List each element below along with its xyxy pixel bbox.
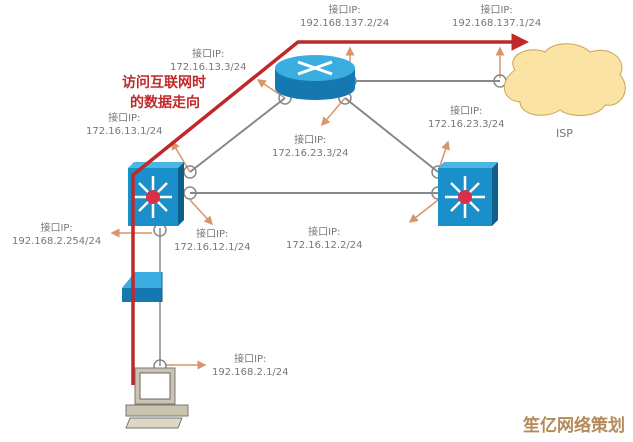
data-path-line <box>131 33 529 385</box>
interface-label: 接口IP:172.16.23.3/24 <box>428 106 505 130</box>
links <box>159 80 500 366</box>
interface-label: 接口IP:192.168.137.1/24 <box>452 5 542 29</box>
l3-switch-right-icon <box>438 162 498 226</box>
interface-label: 接口IP:192.168.2.254/24 <box>12 223 102 247</box>
watermark: 笙亿网络策划 <box>523 416 625 436</box>
interface-label: 接口IP:172.16.12.1/24 <box>174 229 251 253</box>
router-icon <box>275 55 355 100</box>
interface-label: 接口IP:172.16.13.3/24 <box>170 49 247 73</box>
pc-icon <box>125 367 189 429</box>
interface-label: 接口IP:172.16.23.3/24 <box>272 135 349 159</box>
interface-label: 接口IP:192.168.2.1/24 <box>212 354 289 378</box>
isp-cloud-icon <box>503 43 626 116</box>
interface-label: 接口IP:172.16.12.2/24 <box>286 227 363 251</box>
interface-label: 接口IP:172.16.13.1/24 <box>86 113 163 137</box>
link-router-l3right <box>344 97 439 173</box>
link-router-l3left <box>189 97 286 173</box>
interface-label: 接口IP:192.168.137.2/24 <box>300 5 390 29</box>
l3-switch-left-icon <box>128 162 184 226</box>
l2-switch-icon <box>122 272 163 302</box>
annotation-line2: 的数据走向 <box>130 95 200 111</box>
isp-label: ISP <box>556 127 573 140</box>
annotation-line1: 访问互联网时 <box>122 75 206 91</box>
